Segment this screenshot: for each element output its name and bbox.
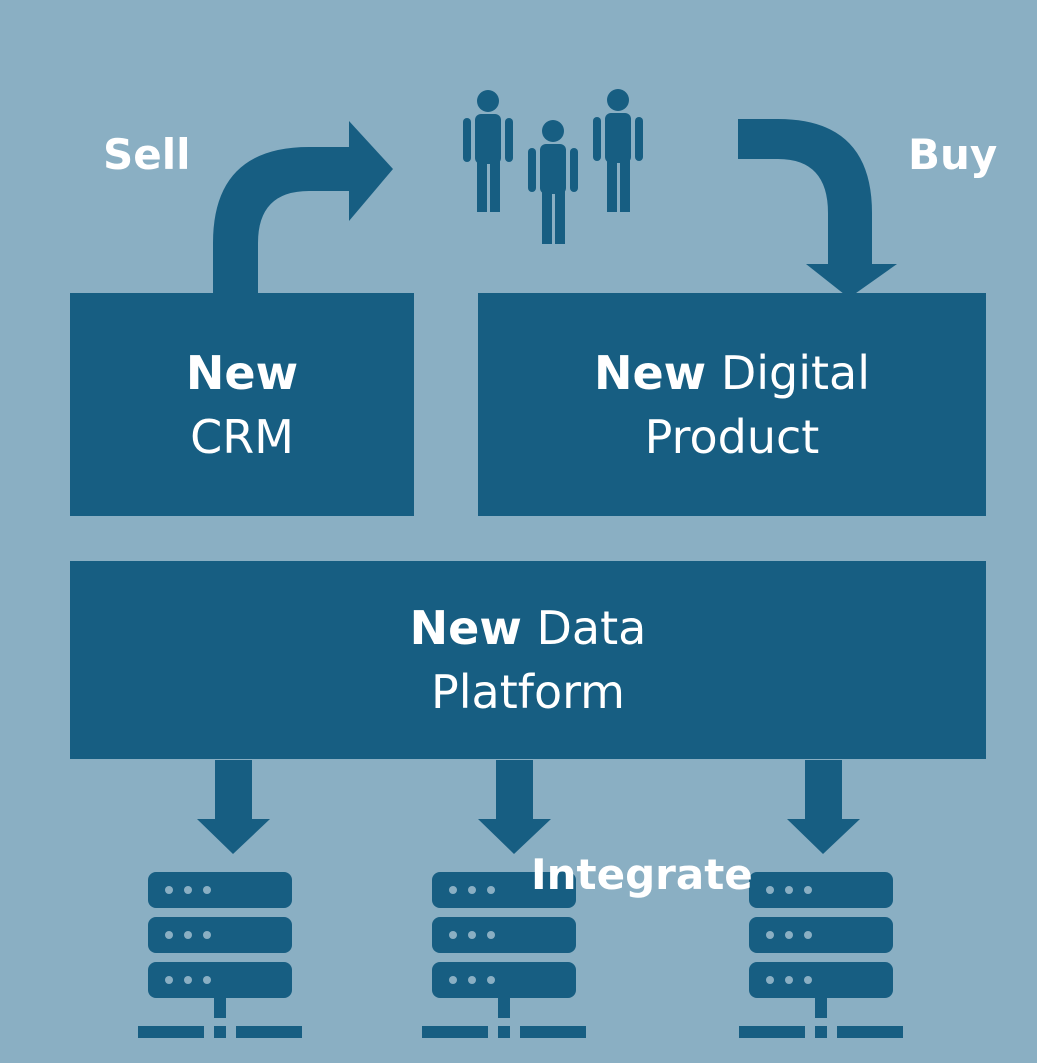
crm-box: New CRM xyxy=(70,293,414,516)
person-icon-right xyxy=(593,89,643,212)
integrate-arrow-icon-right xyxy=(787,760,860,854)
people-icon xyxy=(463,89,643,244)
person-icon-left xyxy=(463,90,513,212)
sell-arrow-icon xyxy=(213,121,393,295)
data-platform-box: New Data Platform xyxy=(70,561,986,759)
digital-product-box-line1: New Digital xyxy=(594,341,870,405)
crm-box-line2: CRM xyxy=(190,409,294,464)
data-platform-box-bold: New xyxy=(409,601,522,655)
server-icon-right xyxy=(739,872,903,1038)
buy-label: Buy xyxy=(908,130,998,179)
integrate-arrow-icon-left xyxy=(197,760,270,854)
digital-product-box-line2: Product xyxy=(644,409,820,464)
server-icon-left xyxy=(138,872,302,1038)
integrate-label: Integrate xyxy=(531,850,753,899)
person-icon-middle xyxy=(528,120,578,244)
crm-box-bold: New xyxy=(185,345,299,400)
data-platform-box-line1-rest: Data xyxy=(536,601,647,655)
digital-product-box: New Digital Product xyxy=(478,293,986,516)
sell-label: Sell xyxy=(103,130,191,179)
crm-box-line1: New xyxy=(186,341,298,405)
data-platform-box-line1: New Data xyxy=(410,596,647,660)
digital-product-box-line1-rest: Digital xyxy=(720,345,870,400)
server-icon-middle xyxy=(422,872,586,1038)
integrate-arrow-icon-middle xyxy=(478,760,551,854)
buy-arrow-icon xyxy=(738,119,897,298)
data-platform-box-line2: Platform xyxy=(431,665,625,719)
digital-product-box-bold: New xyxy=(593,345,707,400)
